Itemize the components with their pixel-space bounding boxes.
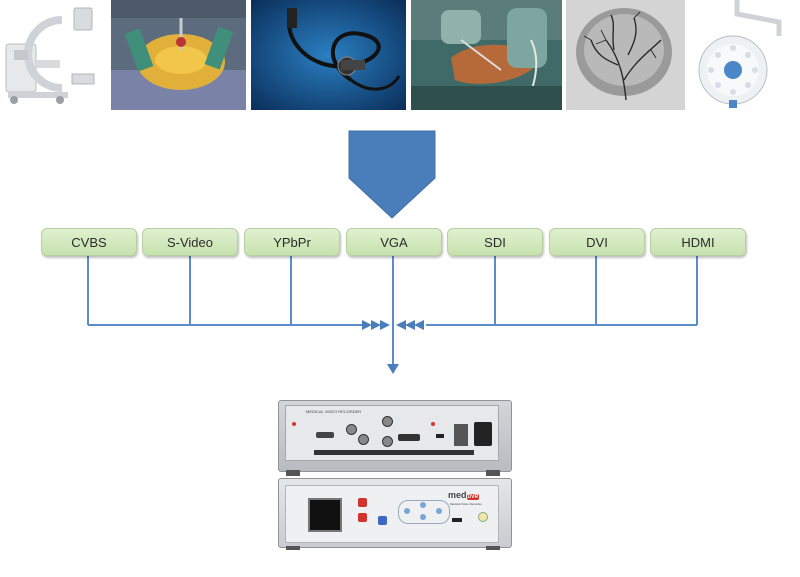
arthroscopy-image — [411, 0, 562, 110]
power-button — [478, 512, 488, 522]
stop-button — [358, 513, 367, 522]
big-down-arrow — [348, 130, 436, 219]
signal-hdmi: HDMI — [650, 228, 746, 256]
recorder-screen — [308, 498, 342, 532]
signal-dvi: DVI — [549, 228, 645, 256]
brand-suffix: DVR — [466, 494, 480, 500]
brand-logo: medDVR — [448, 490, 480, 500]
recorder-title: MEDICAL VIDEO RECORDER — [306, 409, 362, 414]
menu-button — [378, 516, 387, 525]
nav-cluster — [398, 500, 450, 524]
bnc-port — [382, 416, 393, 427]
surgical-light-image — [689, 0, 800, 110]
bnc-port — [358, 434, 369, 445]
medical-video-recorder: MEDICAL VIDEO RECORDER — [278, 400, 512, 550]
signal-svideo: S-Video — [142, 228, 238, 256]
network-port — [454, 424, 468, 446]
surgery-image — [111, 0, 246, 110]
angiography-image — [566, 0, 685, 110]
brand-text: med — [448, 490, 467, 500]
signal-cvbs: CVBS — [41, 228, 137, 256]
c-arm-image — [0, 0, 106, 110]
down-arrowhead — [387, 364, 399, 374]
power-socket — [474, 422, 492, 446]
recorder-front-panel: medDVR Medical Video Recorder — [278, 478, 512, 548]
usb-slot — [452, 518, 462, 522]
record-button — [358, 498, 367, 507]
recorder-subtitle: Medical Video Recorder — [450, 502, 482, 506]
bnc-port — [346, 424, 357, 435]
endoscope-image — [251, 0, 406, 110]
recorder-rear-panel: MEDICAL VIDEO RECORDER — [278, 400, 512, 472]
usb-port — [436, 434, 444, 438]
signal-ypbpr: YPbPr — [244, 228, 340, 256]
arrow-heads — [362, 320, 424, 330]
bnc-port — [382, 436, 393, 447]
dvi-port — [398, 434, 420, 441]
signal-vga: VGA — [346, 228, 442, 256]
signal-sdi: SDI — [447, 228, 543, 256]
